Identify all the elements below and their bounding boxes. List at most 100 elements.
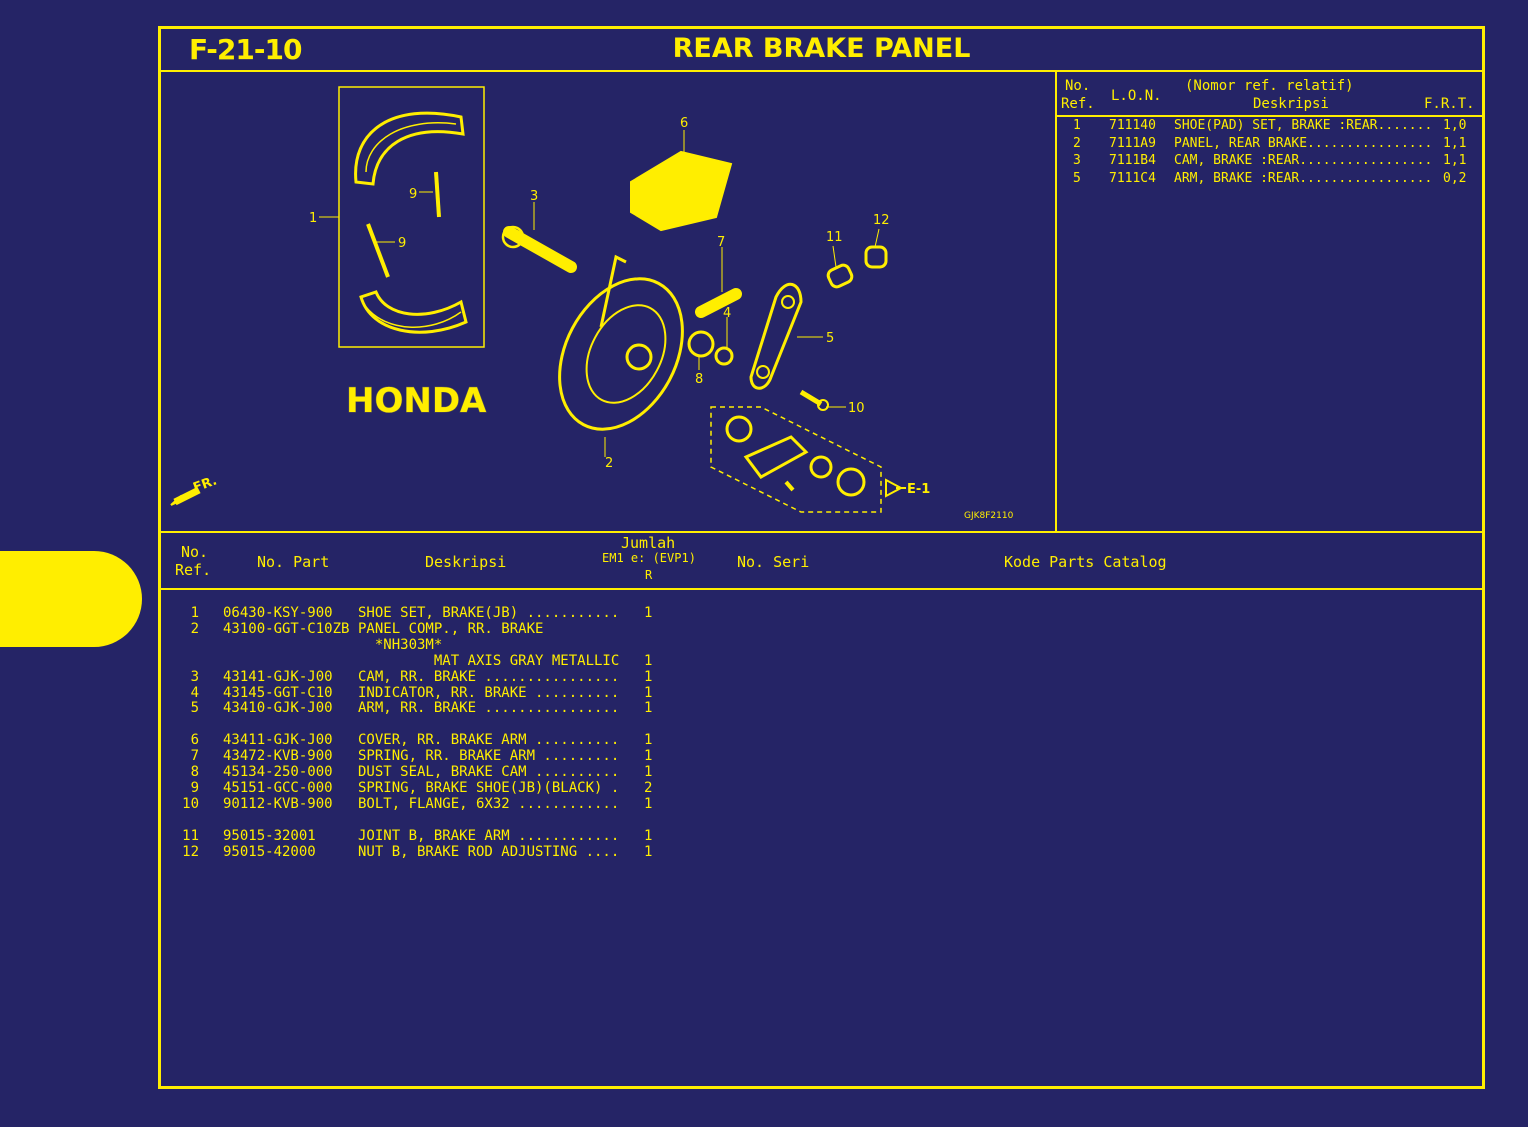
callouts: 1 2 3 4 5 6 7 8 9 9 10 11 12 [309, 116, 890, 471]
cell-desc: PANEL, REAR BRAKE................ [1174, 135, 1433, 151]
brake-indicator [714, 346, 734, 366]
callout-12: 12 [873, 213, 890, 228]
callout-1: 1 [309, 211, 317, 226]
table-row: MAT AXIS GRAY METALLIC 1 [161, 653, 861, 669]
brake-panel [558, 277, 684, 431]
brake-shoe-upper [354, 111, 465, 186]
cell-lon: 7111A9 [1109, 135, 1156, 151]
cell-ref: 12 [182, 844, 199, 860]
cell-part: 43145-GGT-C10 [223, 685, 333, 701]
table-row: 10 90112-KVB-900 BOLT, FLANGE, 6X32 ......… [161, 796, 861, 812]
cell-ref: 11 [182, 828, 199, 844]
col-header-no: No. [1065, 78, 1091, 94]
cell-qty: 1 [644, 732, 653, 748]
callout-6: 6 [680, 116, 688, 131]
col-header-qty: Jumlah [621, 534, 676, 552]
col-header-no: No. [181, 543, 209, 561]
catalog-frame: F-21-10 REAR BRAKE PANEL [158, 26, 1485, 1089]
cell-ref: 10 [182, 796, 199, 812]
cell-qty: 1 [644, 653, 653, 669]
cell-ref: 1 [190, 605, 199, 621]
cell-desc: SPRING, RR. BRAKE ARM ......... [358, 748, 620, 764]
col-header-ref: Ref. [175, 561, 212, 579]
cell-desc: SHOE(PAD) SET, BRAKE :REAR....... [1174, 118, 1433, 133]
brake-cam [503, 226, 577, 273]
front-label: FR. [191, 473, 219, 495]
col-header-serial: No. Seri [737, 553, 810, 571]
divider [161, 531, 1482, 533]
cell-desc: BOLT, FLANGE, 6X32 ............ [358, 796, 620, 812]
callout-3: 3 [530, 189, 538, 204]
divider [161, 70, 1482, 72]
cell-desc: MAT AXIS GRAY METALLIC [358, 653, 620, 669]
cell-part: 43141-GJK-J00 [223, 669, 333, 685]
callout-9: 9 [398, 236, 406, 251]
cell-qty: 1 [644, 828, 653, 844]
cell-ref: 4 [190, 685, 199, 701]
col-header-part: No. Part [257, 553, 330, 571]
callout-2: 2 [605, 456, 613, 471]
ref-table: No. Ref. L.O.N. (Nomor ref. relatif) Des… [1057, 72, 1482, 532]
cell-frt: 1,0 [1443, 118, 1467, 133]
callout-4: 4 [723, 306, 731, 321]
table-row: *NH303M* [161, 637, 861, 653]
cell-ref: 9 [190, 780, 199, 796]
side-tab[interactable] [0, 551, 142, 647]
cell-part: 06430-KSY-900 [223, 605, 333, 621]
col-header-lon: L.O.N. [1111, 88, 1162, 104]
col-header-model: EM1 e: (EVP1) [602, 551, 696, 565]
cell-desc: DUST SEAL, BRAKE CAM .......... [358, 764, 620, 780]
cell-ref: 1 [1073, 118, 1081, 133]
honda-watermark: HONDA [346, 381, 487, 421]
cell-part: 90112-KVB-900 [223, 796, 333, 812]
col-header-frt: F.R.T. [1424, 96, 1475, 112]
cell-ref: 2 [190, 621, 199, 637]
shoe-spring-upper [434, 171, 441, 218]
cell-desc: ARM, BRAKE :REAR................. [1174, 170, 1433, 186]
brake-rod-nut [864, 245, 888, 269]
cell-part: 43411-GJK-J00 [223, 732, 333, 748]
cell-qty: 1 [644, 796, 653, 812]
cell-qty: 1 [644, 764, 653, 780]
cell-ref: 5 [190, 700, 199, 716]
divider [161, 588, 1482, 590]
cell-part: 95015-32001 [223, 828, 316, 844]
cell-desc: SHOE SET, BRAKE(JB) ........... [358, 605, 620, 621]
cell-lon: 7111C4 [1109, 170, 1156, 186]
callout-8: 8 [695, 372, 703, 387]
cell-qty: 2 [644, 780, 653, 796]
cell-desc: ARM, RR. BRAKE ................ [358, 700, 620, 716]
cell-qty: 1 [644, 748, 653, 764]
col-header-catalog: Kode Parts Catalog [1004, 553, 1167, 571]
cell-desc: INDICATOR, RR. BRAKE .......... [358, 685, 620, 701]
cell-qty: 1 [644, 700, 653, 716]
callout-9: 9 [409, 187, 417, 202]
col-header-type: R [645, 568, 653, 582]
cell-part: 43472-KVB-900 [223, 748, 333, 764]
cell-desc: COVER, RR. BRAKE ARM .......... [358, 732, 620, 748]
callout-5: 5 [826, 331, 834, 346]
cell-part: 95015-42000 [223, 844, 316, 860]
cell-ref: 3 [1073, 153, 1081, 168]
col-header-desc: Deskripsi [1253, 96, 1329, 112]
ref-arrow [885, 478, 906, 498]
cell-part: 45134-250-000 [223, 764, 333, 780]
cell-qty: 1 [644, 685, 653, 701]
table-row: 11 95015-32001 JOINT B, BRAKE ARM ........… [161, 828, 861, 844]
cell-part: 43100-GGT-C10ZB [223, 621, 350, 637]
callout-10: 10 [848, 401, 865, 416]
col-header-ref: Ref. [1061, 96, 1095, 112]
cell-desc: CAM, RR. BRAKE ................ [358, 669, 620, 685]
cell-ref: 7 [190, 748, 199, 764]
cell-desc: JOINT B, BRAKE ARM ............ [358, 828, 620, 844]
parts-table-body: 1 06430-KSY-900 SHOE SET, BRAKE(JB) ......… [161, 605, 921, 905]
